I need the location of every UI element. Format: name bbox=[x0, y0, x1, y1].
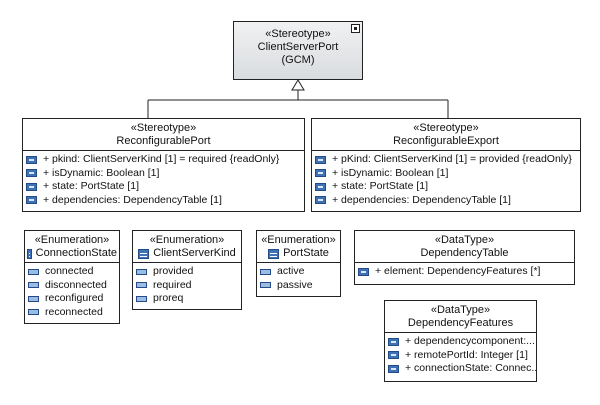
attribute-row[interactable]: + state: PortState [1] bbox=[23, 180, 304, 194]
attribute-row[interactable]: + dependencycomponent:... bbox=[385, 335, 536, 349]
class-name: ConnectionState bbox=[35, 247, 117, 259]
attribute-icon bbox=[315, 155, 326, 164]
literal-icon bbox=[28, 268, 39, 275]
attribute-row[interactable]: + connectionState: Connec... bbox=[385, 362, 536, 376]
attribute-row[interactable]: + remotePortId: Integer [1] bbox=[385, 349, 536, 363]
literal-icon bbox=[28, 309, 39, 316]
enumeration-icon bbox=[138, 248, 150, 259]
attribute-icon bbox=[26, 182, 37, 191]
literal-icon bbox=[260, 268, 271, 275]
literal-row[interactable]: reconnected bbox=[25, 306, 119, 320]
attribute-row[interactable]: + pKind: ClientServerKind [1] = provided… bbox=[312, 153, 580, 167]
attribute-row[interactable]: + isDynamic: Boolean [1] bbox=[23, 167, 304, 181]
datatype-dependency-table[interactable]: «DataType» DependencyTable + element: De… bbox=[354, 230, 575, 285]
class-name: DependencyFeatures bbox=[407, 317, 514, 329]
stereotype-label: «Enumeration» bbox=[34, 234, 110, 246]
attribute-icon bbox=[388, 364, 399, 373]
stereotype-label: «Enumeration» bbox=[261, 234, 336, 246]
stereotype-reconfigurable-port[interactable]: «Stereotype» ReconfigurablePort + pkind:… bbox=[22, 118, 305, 212]
attribute-icon bbox=[358, 267, 369, 276]
attribute-row[interactable]: + dependencies: DependencyTable [1] bbox=[23, 194, 304, 208]
stereotype-client-server-port[interactable]: «Stereotype» ClientServerPort (GCM) bbox=[233, 21, 363, 80]
stereotype-label: «Enumeration» bbox=[149, 234, 225, 246]
enumeration-icon bbox=[27, 248, 32, 259]
literal-icon bbox=[260, 282, 271, 289]
attribute-row[interactable]: + element: DependencyFeatures [*] bbox=[355, 265, 574, 279]
class-name-qualifier: (GCM) bbox=[281, 54, 315, 66]
literal-row[interactable]: proreq bbox=[133, 292, 241, 306]
literal-row[interactable]: passive bbox=[257, 279, 340, 293]
enumeration-connection-state[interactable]: «Enumeration» ConnectionState connected … bbox=[24, 230, 120, 324]
attribute-icon bbox=[315, 169, 326, 178]
literal-icon bbox=[136, 295, 147, 302]
literal-row[interactable]: reconfigured bbox=[25, 292, 119, 306]
stereotype-label: «Stereotype» bbox=[265, 28, 331, 40]
literal-row[interactable]: disconnected bbox=[25, 279, 119, 293]
class-name: PortState bbox=[283, 247, 329, 259]
attribute-row[interactable]: + pkind: ClientServerKind [1] = required… bbox=[23, 153, 304, 167]
enumeration-client-server-kind[interactable]: «Enumeration» ClientServerKind provided … bbox=[132, 230, 242, 310]
stereotype-label: «DataType» bbox=[430, 304, 491, 316]
literal-row[interactable]: provided bbox=[133, 265, 241, 279]
attribute-icon bbox=[388, 337, 399, 346]
stereotype-label: «Stereotype» bbox=[413, 122, 479, 134]
class-name: ClientServerKind bbox=[153, 247, 236, 259]
class-name: ClientServerPort bbox=[257, 41, 339, 53]
class-name: ReconfigurableExport bbox=[393, 135, 499, 147]
stereotype-reconfigurable-export[interactable]: «Stereotype» ReconfigurableExport + pKin… bbox=[311, 118, 581, 212]
literal-icon bbox=[28, 295, 39, 302]
attribute-icon bbox=[315, 182, 326, 191]
attribute-icon bbox=[388, 351, 399, 360]
enumeration-icon bbox=[268, 248, 280, 259]
literal-icon bbox=[28, 282, 39, 289]
diagram-link-icon bbox=[351, 24, 360, 33]
stereotype-label: «DataType» bbox=[434, 234, 495, 246]
attribute-icon bbox=[26, 169, 37, 178]
attribute-row[interactable]: + isDynamic: Boolean [1] bbox=[312, 167, 580, 181]
class-name: DependencyTable bbox=[420, 247, 509, 259]
datatype-dependency-features[interactable]: «DataType» DependencyFeatures + dependen… bbox=[384, 300, 537, 382]
generalization-arrowhead bbox=[291, 79, 305, 91]
literal-row[interactable]: required bbox=[133, 279, 241, 293]
literal-row[interactable]: connected bbox=[25, 265, 119, 279]
attribute-icon bbox=[315, 196, 326, 205]
literal-icon bbox=[136, 268, 147, 275]
attribute-row[interactable]: + dependencies: DependencyTable [1] bbox=[312, 194, 580, 208]
stereotype-label: «Stereotype» bbox=[130, 122, 197, 134]
attribute-row[interactable]: + state: PortState [1] bbox=[312, 180, 580, 194]
class-name: ReconfigurablePort bbox=[116, 135, 211, 147]
literal-icon bbox=[136, 282, 147, 289]
attribute-icon bbox=[26, 155, 37, 164]
enumeration-port-state[interactable]: «Enumeration» PortState active passive bbox=[256, 230, 341, 297]
literal-row[interactable]: active bbox=[257, 265, 340, 279]
attribute-icon bbox=[26, 196, 37, 205]
